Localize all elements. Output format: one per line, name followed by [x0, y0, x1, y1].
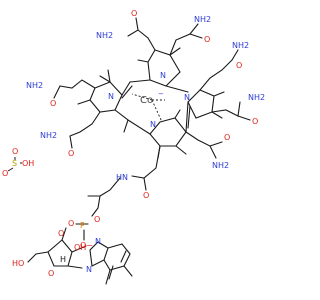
sulfate-o-top: O: [12, 147, 18, 156]
benzimidazole-n1: N: [86, 265, 92, 274]
corrin-nitrogen-top: N: [160, 71, 166, 80]
amide-o-left: O: [50, 99, 56, 108]
corrin-ring-bonds: [27, 17, 251, 285]
amide-nh2-right: NH2: [232, 41, 249, 50]
ribose-o3: O: [58, 229, 64, 238]
phosphate-p: P: [80, 221, 85, 230]
atom-labels: Co − N N N N NH2 O NH2 O NH2 O NH2 O NH2…: [2, 9, 265, 278]
phosphate-o-minus: O−: [80, 241, 93, 250]
canvas-background: [0, 0, 300, 300]
amide-nh2-left: NH2: [26, 81, 43, 90]
amide-nh2-left-lower: NH2: [40, 131, 57, 140]
sulfate-bonds: [7, 157, 22, 172]
amide-o-right: O: [236, 61, 242, 70]
sulfate-o-left: O: [2, 169, 8, 178]
benzimidazole-n3: N: [95, 237, 101, 246]
linker-amide-nh: HN: [116, 173, 128, 182]
amide-nh2-top-left: NH2: [96, 31, 113, 40]
amide-nh2-bottom: NH2: [212, 161, 229, 170]
amide-nh2-top: NH2: [194, 15, 211, 24]
linker-amide-o: O: [143, 191, 149, 200]
corrin-nitrogen-left: N: [108, 92, 114, 101]
cobalt-coordination-bonds: [131, 93, 165, 123]
phosphate-ester-o: O: [94, 215, 100, 224]
corrin-nitrogen-bottom: N: [150, 120, 156, 129]
amide-o-bottom: O: [224, 133, 230, 142]
cobalt-charge-label: −: [158, 90, 164, 98]
phosphate-o-double: O: [68, 219, 74, 228]
amide-o-top-left: O: [131, 9, 137, 18]
amide-o-right-lower: O: [252, 117, 258, 126]
corrin-nitrogen-right: N: [184, 93, 190, 102]
molecule-structure-diagram: Co − N N N N NH2 O NH2 O NH2 O NH2 O NH2…: [0, 0, 300, 300]
amide-o-left-lower: O: [68, 149, 74, 158]
cobalt-atom-label: Co: [140, 95, 153, 106]
ribose-ring-o: O: [48, 269, 54, 278]
sulfate-oh: OH: [22, 159, 34, 168]
ribose-h: H: [60, 255, 66, 264]
sulfate-s: S: [12, 159, 17, 168]
ribose-oh: OH: [74, 243, 86, 252]
ribose-ho: HO: [12, 259, 24, 268]
amide-nh2-right-lower: NH2: [248, 93, 265, 102]
amide-o-top: O: [204, 35, 210, 44]
